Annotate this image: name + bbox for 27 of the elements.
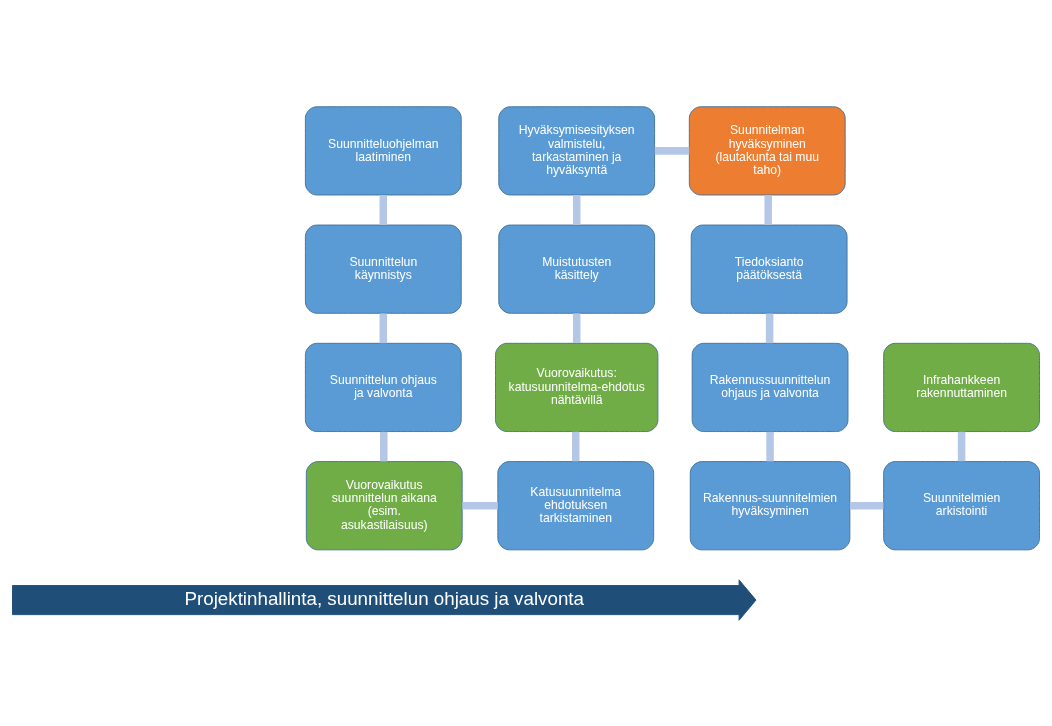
- connector: [957, 431, 966, 461]
- node-box: Suunnitelmien arkistointi: [883, 460, 1040, 550]
- node-box: Vuorovaikutus suunnittelun aikana (esim. asukastilaisuus): [305, 460, 463, 550]
- node-box: Suunnittelun ohjaus ja valvonta: [304, 342, 462, 432]
- connector: [764, 194, 772, 225]
- connector: [462, 501, 498, 509]
- connector: [572, 312, 581, 343]
- connector: [654, 146, 690, 155]
- node-box: Muistutusten käsittely: [498, 224, 656, 314]
- connector: [380, 431, 388, 461]
- connector: [765, 313, 774, 343]
- node-box: Rakennussuunnittelun ohjaus ja valvonta: [691, 342, 849, 432]
- node-box: Suunnitelman hyväksyminen (lautakunta tai muu taho): [688, 105, 846, 195]
- node-box: Vuorovaikutus: katusuunnitelma-ehdotus nähtävillä: [495, 342, 659, 432]
- connector: [572, 431, 580, 461]
- node-box: Infrahankkeen rakennuttaminen: [883, 342, 1040, 432]
- node-box: Suunnitteluohjelman laatiminen: [304, 105, 462, 195]
- node-box: Suunnittelun käynnistys: [304, 224, 462, 314]
- node-box: Hyväksymisesityksen valmistelu, tarkastaminen ja hyväksyntä: [498, 105, 656, 195]
- node-box: Tiedoksianto päätöksestä: [690, 224, 848, 314]
- connector: [849, 501, 884, 509]
- connector: [766, 431, 774, 461]
- node-box: Katusuunnitelma ehdotuksen tarkistaminen: [497, 460, 655, 550]
- connector: [379, 194, 388, 225]
- connector: [572, 194, 581, 225]
- node-box: Rakennus-suunnitelmien hyväksyminen: [689, 460, 851, 550]
- connector: [379, 313, 388, 343]
